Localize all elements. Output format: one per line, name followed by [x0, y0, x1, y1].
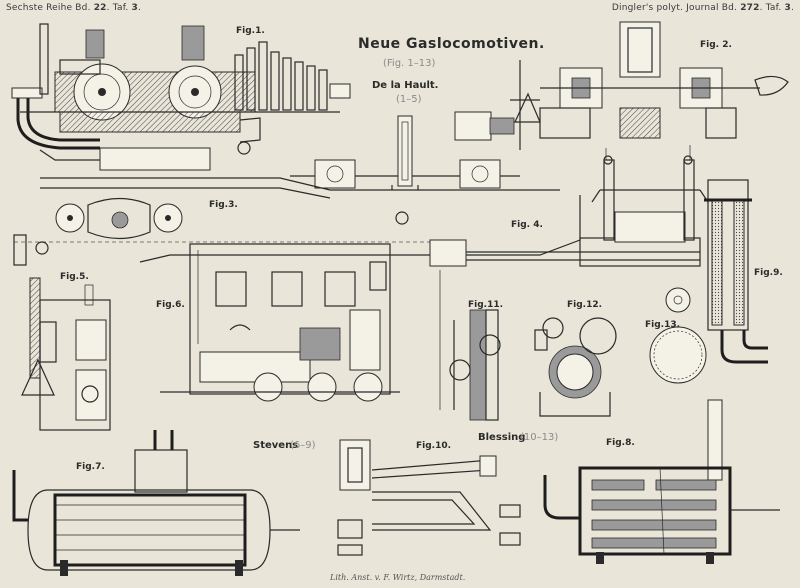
header-right-end: . [790, 3, 794, 13]
fig-8-label: Fig.8. [606, 438, 635, 448]
fig-3-frame [13, 177, 581, 266]
header-left-volume: 22 [93, 3, 107, 13]
fig-12-gear-train [534, 317, 617, 417]
header-right-sep: . Taf. [759, 3, 782, 13]
inventor-de-la-hault-range: (1–5) [396, 94, 422, 105]
inventor-stevens: Stevens [253, 440, 299, 451]
header-series-volume: Sechste Reihe Bd. 22. Taf. 3. [6, 3, 141, 13]
inventor-de-la-hault: De la Hault. [372, 80, 439, 91]
fig-2-engine [454, 21, 789, 150]
header-right-prefix: Dingler's polyt. Journal Bd. [611, 3, 738, 13]
plate-title: Neue Gaslocomotiven. [358, 36, 545, 52]
fig-10-label: Fig.10. [416, 441, 452, 451]
fig-6-label: Fig.6. [156, 300, 185, 310]
fig-12-label: Fig.12. [567, 300, 603, 310]
fig-13-label: Fig.13. [645, 320, 681, 330]
fig-7-label: Fig.7. [76, 462, 105, 472]
fig-4-rod-assembly [429, 145, 709, 267]
fig-1-engine [11, 23, 351, 171]
inventor-stevens-range: (6–9) [290, 440, 316, 451]
fig-11-label: Fig.11. [468, 300, 504, 310]
fig-2-label: Fig. 2. [700, 40, 732, 50]
header-left-end: . [138, 3, 142, 13]
fig-9-label: Fig.9. [754, 268, 783, 278]
title-figure-range: (Fig. 1–13) [383, 58, 436, 69]
header-right-volume: 272 [740, 3, 760, 13]
header-left-prefix: Sechste Reihe Bd. [6, 3, 91, 13]
fig-5-burner [21, 277, 111, 431]
lithographer-imprint: Lith. Anst. v. F. Wirtz, Darmstadt. [330, 573, 466, 582]
header-left-sep: . Taf. [106, 3, 129, 13]
fig-4-label: Fig. 4. [511, 220, 543, 230]
fig-10-stevens [337, 439, 521, 556]
inventor-blessing-range: (10–13) [520, 432, 559, 443]
fig-5-label: Fig.5. [60, 272, 89, 282]
header-journal-volume: Dingler's polyt. Journal Bd. 272. Taf. 3… [612, 3, 794, 13]
fig-3-label: Fig.3. [209, 200, 238, 210]
fig-11-gears [449, 309, 501, 421]
header-left-plate: 3 [131, 3, 139, 13]
inventor-blessing: Blessing [478, 432, 526, 443]
fig-6-locomotive [160, 243, 441, 410]
fig-1-label: Fig.1. [236, 26, 265, 36]
fig-8-blessing-boiler [543, 399, 780, 564]
fig-9-duct [704, 179, 768, 364]
header-right-plate: 3 [784, 3, 791, 13]
center-rod-details [290, 115, 520, 190]
fig-7-boiler [12, 430, 300, 576]
fig-13-wheel [649, 287, 707, 384]
